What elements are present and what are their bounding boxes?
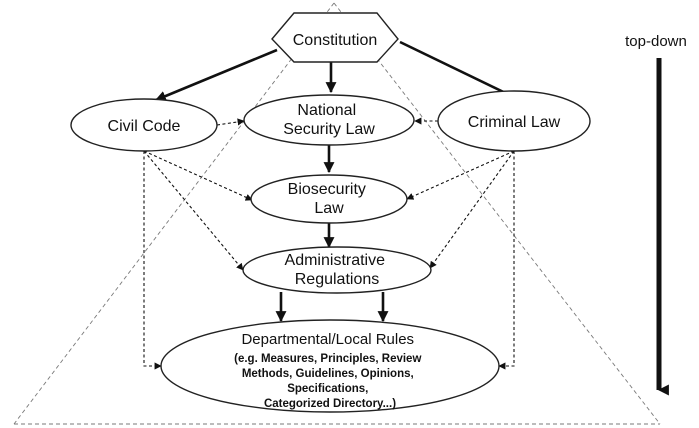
node-administrative-regulations: Administrative Regulations: [242, 246, 432, 294]
node-departmental-local-rules: Departmental/Local Rules (e.g. Measures,…: [160, 319, 500, 413]
node-national-security-law: National Security Law: [243, 94, 415, 146]
edge-layer: [143, 40, 521, 370]
edge-criminal-law-departmental-local-rules: [498, 151, 515, 370]
node-criminal-law-label: Criminal Law: [468, 114, 561, 131]
node-administrative-regulations-label: Administrative Regulations: [285, 252, 390, 288]
edge-constitution-civil-code: [154, 48, 278, 102]
node-civil-code-label: Civil Code: [108, 118, 181, 135]
direction-label: top-down: [625, 33, 687, 50]
node-biosecurity-law-label: Biosecurity Law: [288, 181, 371, 217]
edge-civil-code-national-security-law: [216, 118, 245, 126]
node-constitution-label: Constitution: [293, 32, 378, 49]
edge-civil-code-biosecurity-law: [143, 150, 253, 201]
direction-indicator: top-down: [625, 33, 687, 396]
node-criminal-law: Criminal Law: [437, 90, 591, 152]
node-civil-code: Civil Code: [70, 98, 218, 152]
edge-civil-code-departmental-local-rules: [143, 151, 162, 370]
edge-civil-code-administrative-regulations: [143, 150, 244, 271]
edge-criminal-law-biosecurity-law: [406, 150, 515, 200]
edge-constitution-criminal-law: [399, 40, 521, 102]
node-departmental-local-rules-label: Departmental/Local Rules (e.g. Measures,…: [234, 331, 426, 410]
edge-criminal-law-administrative-regulations: [429, 150, 515, 269]
node-constitution: Constitution: [271, 12, 399, 63]
node-national-security-law-label: National Security Law: [283, 102, 375, 138]
node-biosecurity-law: Biosecurity Law: [250, 174, 408, 224]
pyramid-outline: [13, 2, 661, 425]
